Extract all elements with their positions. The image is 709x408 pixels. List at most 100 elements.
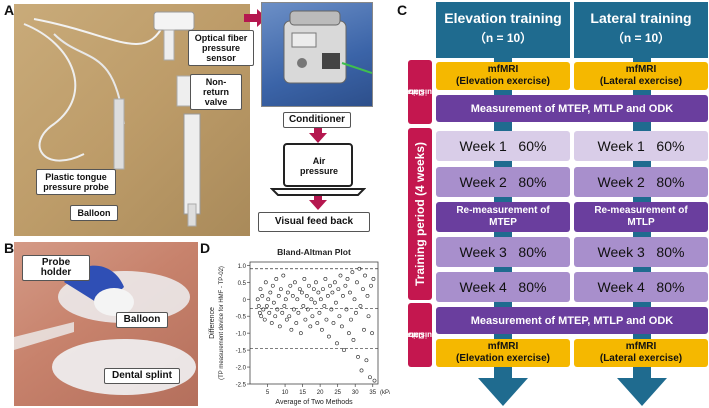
data-point-42 bbox=[304, 318, 307, 321]
data-point-13 bbox=[270, 321, 273, 324]
data-point-60 bbox=[325, 318, 328, 321]
data-point-66 bbox=[332, 321, 335, 324]
data-point-95 bbox=[366, 294, 369, 297]
mfmri-lateral-top: mfMRI (Lateral exercise) bbox=[574, 62, 708, 90]
data-point-73 bbox=[340, 325, 343, 328]
data-point-30 bbox=[290, 328, 293, 331]
data-point-31 bbox=[291, 294, 294, 297]
data-point-3 bbox=[259, 288, 262, 291]
data-point-67 bbox=[333, 281, 336, 284]
data-point-15 bbox=[272, 301, 275, 304]
data-point-54 bbox=[318, 311, 321, 314]
y-tick-label-0: 1.0 bbox=[238, 264, 247, 270]
data-point-69 bbox=[335, 342, 338, 345]
data-point-27 bbox=[286, 291, 289, 294]
data-point-86 bbox=[355, 281, 358, 284]
conditioner-photo bbox=[261, 2, 373, 107]
data-point-4 bbox=[260, 315, 263, 318]
callout-dental-splint: Dental splint bbox=[104, 368, 180, 384]
data-point-26 bbox=[285, 318, 288, 321]
data-point-40 bbox=[302, 304, 305, 307]
x-tick-label-5: 30 bbox=[352, 390, 359, 396]
data-point-5 bbox=[261, 294, 264, 297]
week2-lateral: Week 2 80% bbox=[574, 167, 708, 197]
data-point-46 bbox=[309, 325, 312, 328]
data-point-72 bbox=[339, 274, 342, 277]
data-point-56 bbox=[320, 328, 323, 331]
data-point-91 bbox=[361, 288, 364, 291]
data-point-43 bbox=[305, 294, 308, 297]
data-point-39 bbox=[300, 291, 303, 294]
data-point-85 bbox=[354, 311, 357, 314]
callout-probe-holder: Probe holder bbox=[22, 255, 90, 281]
remeasure-mtlp: Re-measurement of MTLP bbox=[574, 202, 708, 232]
y-tick-label-5: -1.5 bbox=[236, 349, 247, 355]
data-point-35 bbox=[296, 298, 299, 301]
data-point-71 bbox=[338, 315, 341, 318]
data-point-22 bbox=[281, 311, 284, 314]
callout-non-return-valve: Non-return valve bbox=[190, 74, 242, 110]
y-tick-label-4: -1.0 bbox=[236, 332, 247, 338]
y-tick-label-7: -2.5 bbox=[236, 383, 247, 389]
data-point-99 bbox=[370, 332, 373, 335]
panel-label-a: A bbox=[4, 2, 14, 18]
data-point-24 bbox=[283, 304, 286, 307]
data-point-101 bbox=[373, 379, 376, 382]
data-point-25 bbox=[284, 298, 287, 301]
data-point-17 bbox=[275, 277, 278, 280]
data-point-32 bbox=[292, 308, 295, 311]
panel-label-b: B bbox=[4, 240, 14, 256]
y-tick-label-6: -2.0 bbox=[236, 366, 247, 372]
x-tick-label-2: 15 bbox=[299, 390, 306, 396]
data-point-70 bbox=[337, 288, 340, 291]
data-point-21 bbox=[279, 288, 282, 291]
callout-conditioner: Conditioner bbox=[283, 112, 351, 128]
week3-lateral: Week 3 80% bbox=[574, 237, 708, 267]
week4-elevation: Week 4 80% bbox=[436, 272, 570, 302]
flow-arrow-left bbox=[478, 378, 528, 406]
data-point-14 bbox=[271, 284, 274, 287]
header-lateral: Lateral training （n = 10） bbox=[574, 2, 708, 58]
data-point-96 bbox=[367, 315, 370, 318]
data-point-79 bbox=[347, 332, 350, 335]
data-point-76 bbox=[344, 284, 347, 287]
data-point-78 bbox=[346, 277, 349, 280]
data-point-83 bbox=[352, 338, 355, 341]
data-point-68 bbox=[334, 301, 337, 304]
x-tick-label-4: 25 bbox=[334, 390, 341, 396]
callout-optical-fiber: Optical fiber pressure sensor bbox=[188, 30, 254, 66]
data-point-11 bbox=[268, 311, 271, 314]
data-point-12 bbox=[269, 291, 272, 294]
data-point-90 bbox=[360, 369, 363, 372]
data-point-23 bbox=[282, 274, 285, 277]
data-point-7 bbox=[263, 318, 266, 321]
data-point-1 bbox=[257, 304, 260, 307]
measurement-bar-bottom: Measurement of MTEP, MTLP and ODK bbox=[436, 307, 708, 334]
data-point-53 bbox=[317, 291, 320, 294]
data-point-93 bbox=[363, 274, 366, 277]
data-point-38 bbox=[299, 332, 302, 335]
arrow2-head bbox=[309, 200, 327, 210]
data-point-81 bbox=[349, 318, 352, 321]
data-point-19 bbox=[277, 294, 280, 297]
data-point-100 bbox=[372, 277, 375, 280]
week1-elevation: Week 1 60% bbox=[436, 131, 570, 161]
data-point-16 bbox=[274, 315, 277, 318]
week2-elevation: Week 2 80% bbox=[436, 167, 570, 197]
mfmri-elevation-bottom: mfMRI (Elevation exercise) bbox=[436, 339, 570, 367]
data-point-51 bbox=[314, 281, 317, 284]
week3-elevation: Week 3 80% bbox=[436, 237, 570, 267]
data-point-58 bbox=[323, 304, 326, 307]
data-point-36 bbox=[297, 311, 300, 314]
y-tick-label-1: 0.5 bbox=[238, 281, 247, 287]
data-point-6 bbox=[262, 308, 265, 311]
data-point-87 bbox=[356, 355, 359, 358]
data-point-98 bbox=[369, 284, 372, 287]
data-point-52 bbox=[316, 321, 319, 324]
data-point-33 bbox=[293, 281, 296, 284]
side-training-period: Training period (4 weeks) bbox=[408, 128, 432, 300]
y-tick-label-2: 0 bbox=[243, 298, 247, 304]
data-point-48 bbox=[311, 315, 314, 318]
data-point-89 bbox=[359, 304, 362, 307]
